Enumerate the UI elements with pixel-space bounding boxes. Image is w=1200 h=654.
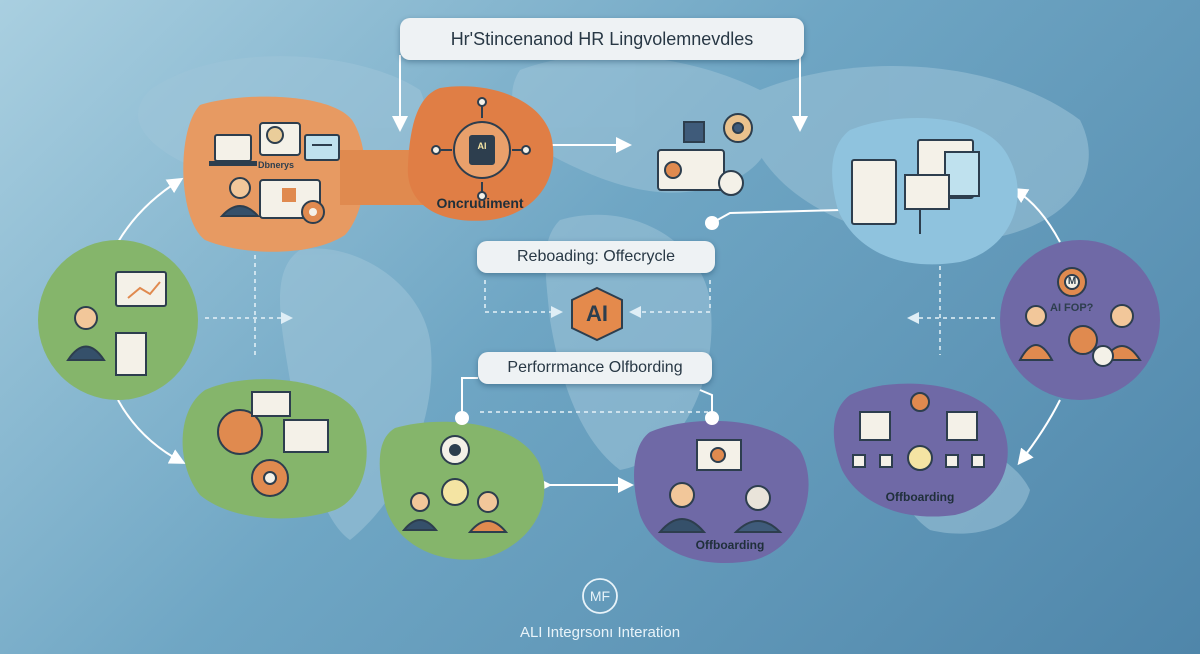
ai-hexagon <box>571 286 623 342</box>
perf-left-connector <box>461 377 478 418</box>
node-top-left <box>183 96 430 252</box>
profile-search-icon <box>259 122 301 156</box>
loop-right-down <box>1017 399 1061 466</box>
trainee-icon <box>1110 304 1134 328</box>
node-oncruitment <box>407 86 554 221</box>
footer-logo-text: MF <box>589 588 611 604</box>
ai-hub-icon <box>431 97 531 201</box>
diagram-title: Hr'Stincenanod HR Lingvolemnevdles <box>400 18 804 60</box>
loop-left-down <box>117 399 186 464</box>
center-top-label: Reboading: Offecrycle <box>477 241 715 273</box>
dash-hub-left <box>484 280 563 318</box>
bottom-center-right-label: Offboarding <box>695 538 765 552</box>
lightbulb-icon <box>907 445 933 471</box>
chart-icon <box>946 411 978 441</box>
center-bottom-label: Perforrmance Olfbording <box>478 352 712 384</box>
node-left <box>38 240 198 400</box>
person-right-icon <box>477 491 499 513</box>
top-center-chip-label: AI <box>477 141 487 151</box>
gear-icon <box>301 200 325 224</box>
gear-icon-right-small <box>1068 325 1098 355</box>
footer-text: ALI Integrsonı Interation <box>519 624 681 641</box>
documents-icon <box>851 139 980 234</box>
trainer-icon <box>1025 305 1047 327</box>
mail-icon <box>283 419 329 453</box>
oncruitment-label: Oncruuiment <box>436 195 524 211</box>
ai-hexagon-label: AI <box>586 301 608 326</box>
person-left-icon <box>410 492 430 512</box>
right-gear-tag: M <box>1067 276 1077 287</box>
connector-dot-3 <box>705 411 719 425</box>
dashed-connectors <box>205 255 995 413</box>
bottom-right-label: Offboarding <box>885 490 955 504</box>
node-top-right <box>832 118 1018 265</box>
hiring-dashboard-icons <box>657 113 753 196</box>
manager-icon <box>669 482 695 508</box>
node-bottom-center <box>379 421 545 560</box>
loop-left-up <box>117 177 184 243</box>
employee-leaving-icon <box>745 485 771 511</box>
recruiter-icon <box>219 177 261 217</box>
node-right <box>1000 240 1160 400</box>
perf-right-connector <box>699 389 713 418</box>
loop-right-up <box>1011 187 1061 243</box>
connectors <box>117 55 1061 493</box>
employee-icon <box>74 306 98 330</box>
node-bottom-center-right <box>634 420 809 563</box>
dash-hub-right <box>629 280 711 318</box>
org-chart-icon <box>217 409 263 455</box>
footer-logo-circle <box>582 578 618 614</box>
connector-dot-1 <box>705 216 719 230</box>
node-bottom-left <box>182 379 367 519</box>
node-bottom-right <box>833 383 1008 517</box>
right-node-tag: AI FOP? <box>1050 302 1094 314</box>
presentation-icon <box>859 411 891 441</box>
hub-to-blue-connector <box>711 209 841 224</box>
laptop-icon <box>209 134 257 166</box>
idea-bulb-icon <box>441 478 469 506</box>
monitor-icon <box>304 134 340 161</box>
top-left-tag: Dbnerys <box>258 160 295 170</box>
connector-dot-2 <box>455 411 469 425</box>
location-pin-icon <box>910 392 930 412</box>
report-icon <box>115 332 147 376</box>
